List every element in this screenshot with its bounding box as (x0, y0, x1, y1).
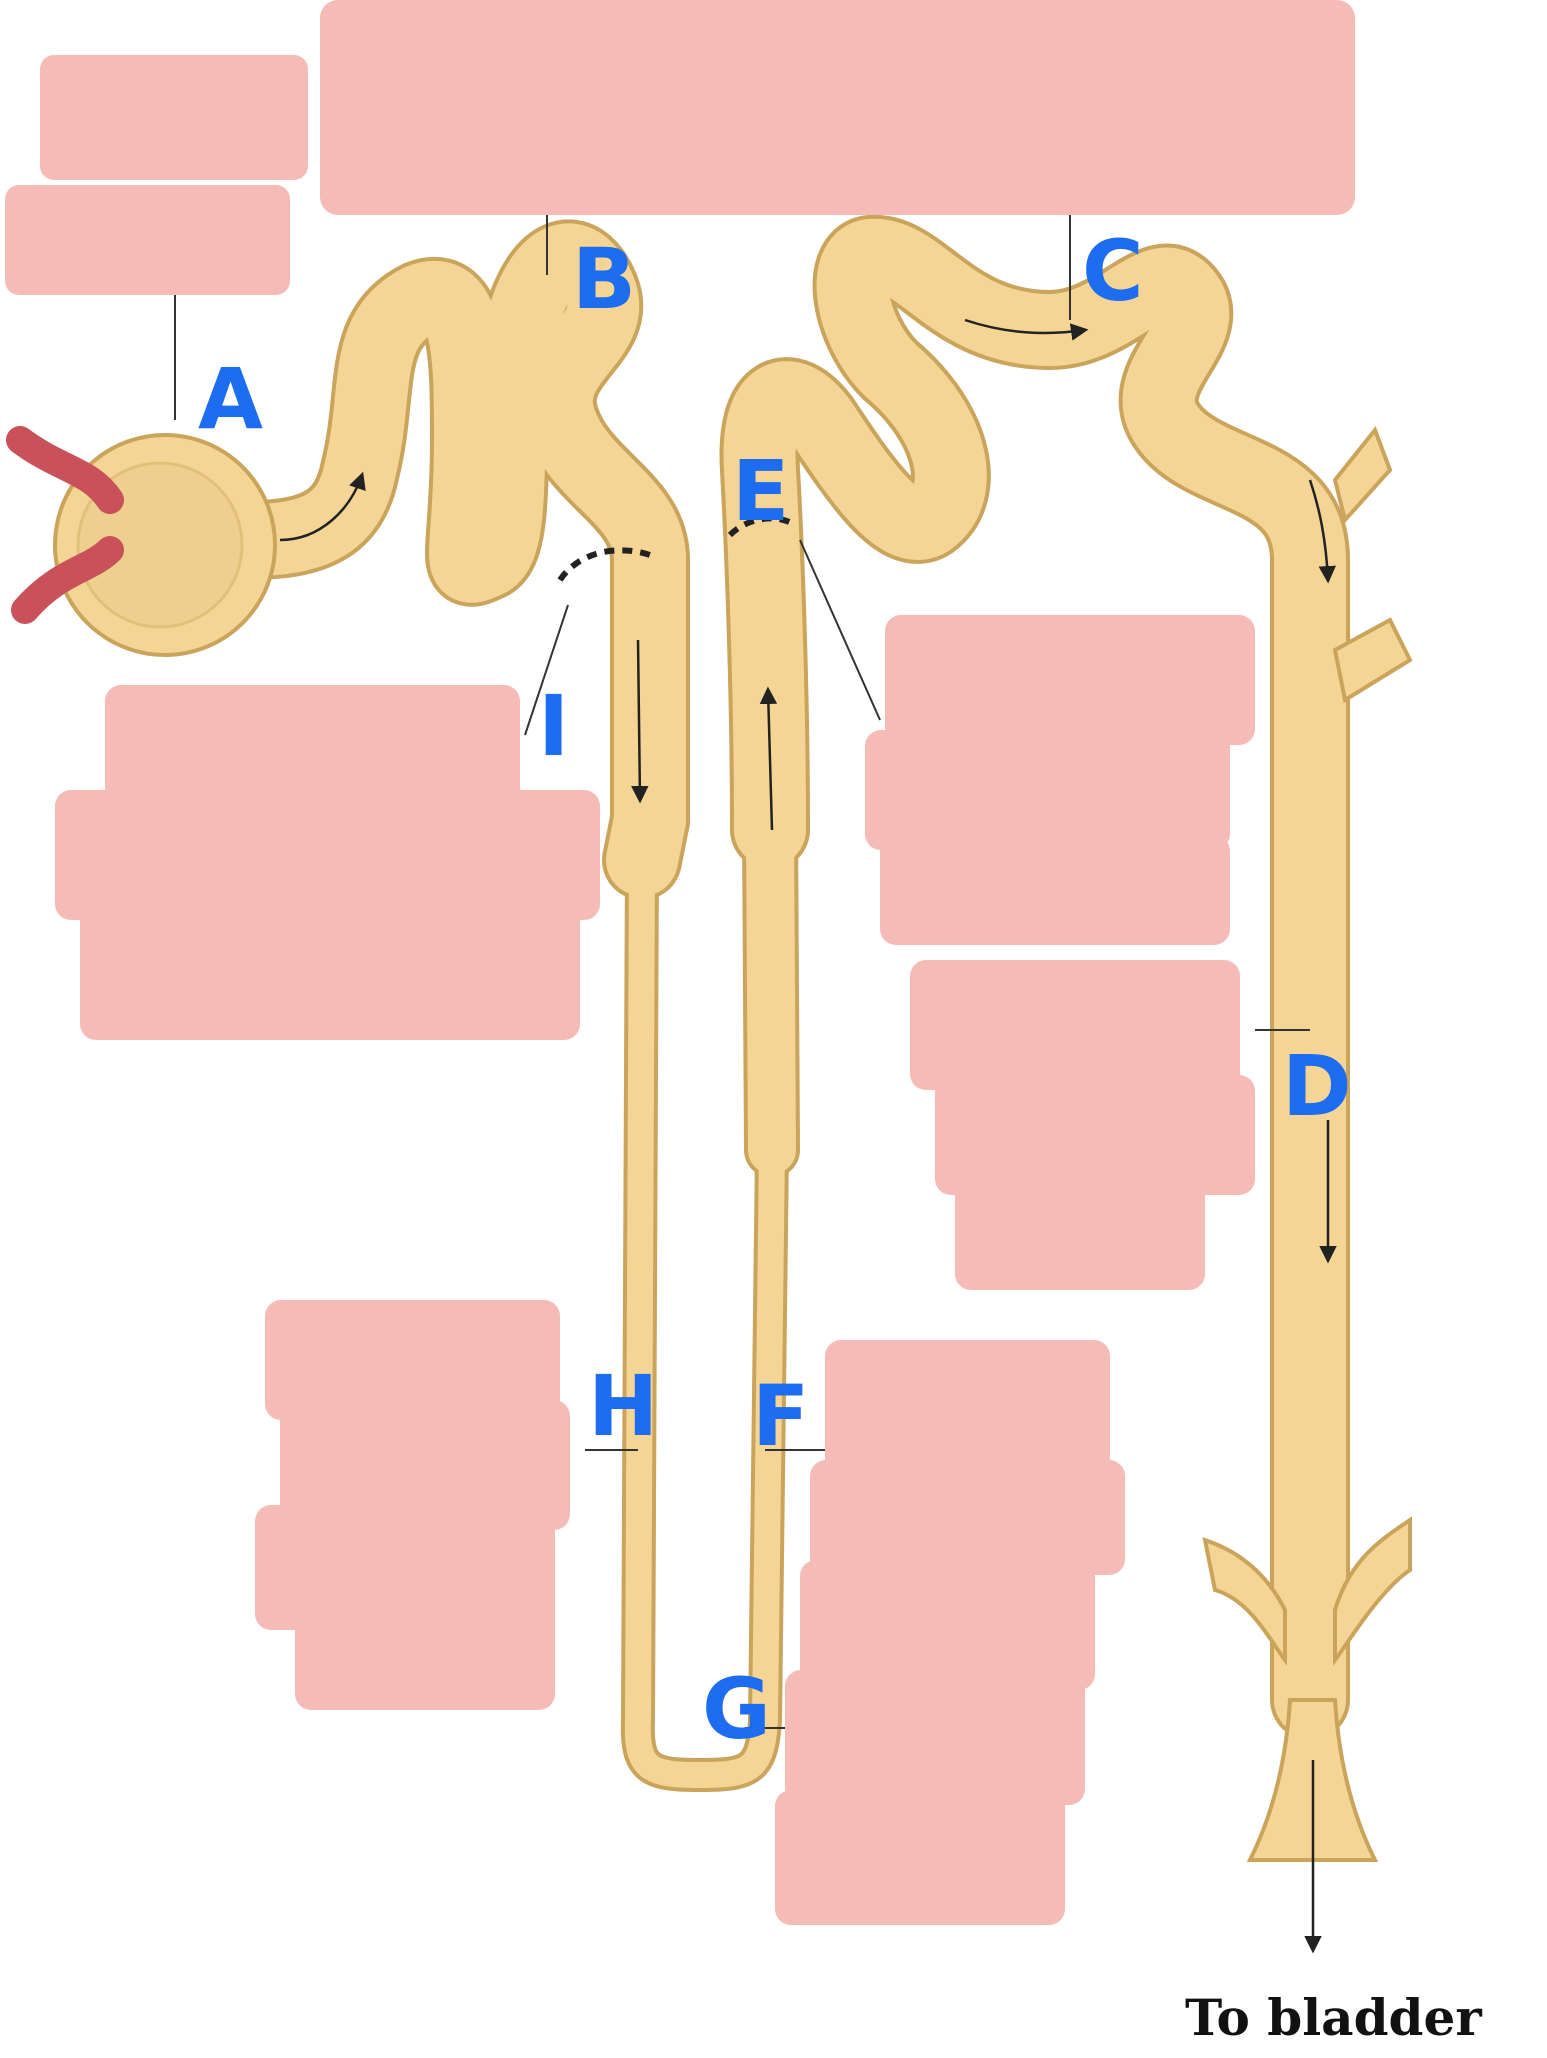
label-mask-fg-2 (810, 1460, 1125, 1575)
marker-a: A (198, 350, 263, 448)
marker-c: C (1082, 222, 1144, 320)
marker-d: D (1282, 1037, 1352, 1135)
bowmans-capsule (20, 435, 275, 655)
marker-b: B (572, 230, 636, 328)
label-mask-fg-1 (825, 1340, 1110, 1480)
label-mask-fg-5 (775, 1790, 1065, 1925)
marker-e: E (732, 442, 789, 540)
to-bladder-caption: To bladder (1185, 1988, 1482, 2047)
label-mask-i-1 (105, 685, 520, 805)
glomerulus-afferent-arteriole (20, 440, 110, 500)
label-mask-i-2 (55, 790, 600, 920)
label-mask-e-2 (865, 730, 1230, 850)
marker-f: F (752, 1367, 809, 1465)
label-mask-h-4 (295, 1600, 555, 1710)
label-mask-bc (320, 0, 1355, 215)
label-mask-a-top (40, 55, 308, 180)
label-mask-e-3 (880, 835, 1230, 945)
marker-g: G (702, 1660, 771, 1758)
marker-i: I (538, 677, 569, 775)
label-mask-i-3 (80, 905, 580, 1040)
label-mask-e-1 (885, 615, 1255, 745)
label-mask-a-bottom (5, 185, 290, 295)
label-mask-fg-4 (785, 1670, 1085, 1805)
label-mask-d-1 (910, 960, 1240, 1090)
marker-h: H (588, 1357, 658, 1455)
label-mask-d-3 (955, 1175, 1205, 1290)
